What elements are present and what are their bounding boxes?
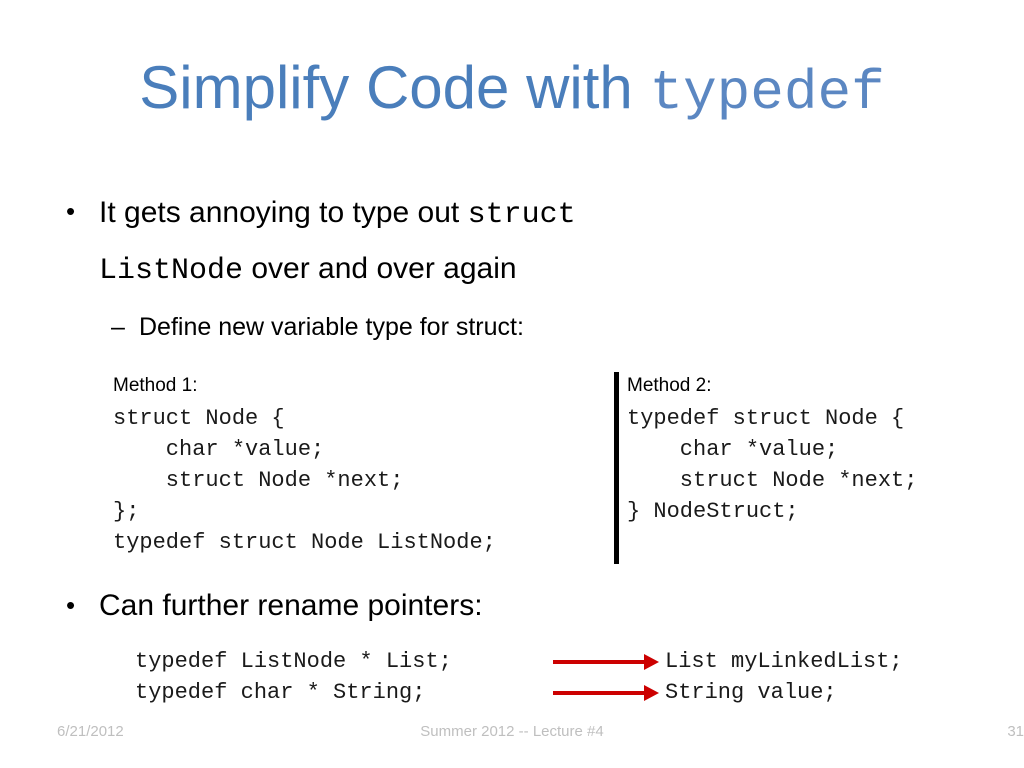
rename-arrow-2: [553, 685, 661, 701]
arrow-2-head: [644, 685, 659, 701]
arrow-1-line: [553, 660, 646, 664]
method-1-label: Method 1:: [113, 375, 198, 396]
bullet-1-line-2-text: over and over again: [243, 252, 517, 285]
method-2-code: typedef struct Node { char *value; struc…: [627, 406, 918, 524]
method-1-code: struct Node { char *value; struct Node *…: [113, 406, 496, 555]
bullet-1-line-2: ListNode over and over again: [99, 241, 517, 299]
bullet-2-marker: •: [66, 590, 76, 620]
footer-center-text: Summer 2012 -- Lecture #4: [420, 723, 604, 740]
arrow-2-line: [553, 691, 646, 695]
bullet-1-line-1: It gets annoying to type out struct: [99, 185, 576, 243]
bullet-1-line-1-text: It gets annoying to type out: [99, 196, 468, 229]
rename-row-1-right: List myLinkedList;: [665, 649, 903, 674]
rename-arrow-1: [553, 654, 661, 670]
method-2-label: Method 2:: [627, 375, 712, 396]
rename-row-1-left: typedef ListNode * List;: [135, 649, 452, 674]
sub-bullet-marker: –: [111, 313, 125, 341]
slide-title: Simplify Code with typedef: [0, 52, 1024, 129]
slide-title-plain: Simplify Code with: [139, 54, 650, 121]
footer-page-number: 31: [1007, 723, 1024, 740]
bullet-2-text: Can further rename pointers:: [99, 589, 483, 622]
bullet-1-marker: •: [66, 196, 76, 226]
rename-row-2-right: String value;: [665, 680, 837, 705]
slide-title-mono: typedef: [649, 61, 885, 125]
arrow-1-head: [644, 654, 659, 670]
sub-bullet-text: Define new variable type for struct:: [139, 313, 524, 341]
method-divider: [614, 372, 619, 564]
rename-row-2-left: typedef char * String;: [135, 680, 426, 705]
bullet-1-line-1-code: struct: [467, 198, 576, 232]
bullet-1-line-2-code: ListNode: [99, 254, 244, 288]
footer-date: 6/21/2012: [57, 723, 124, 740]
